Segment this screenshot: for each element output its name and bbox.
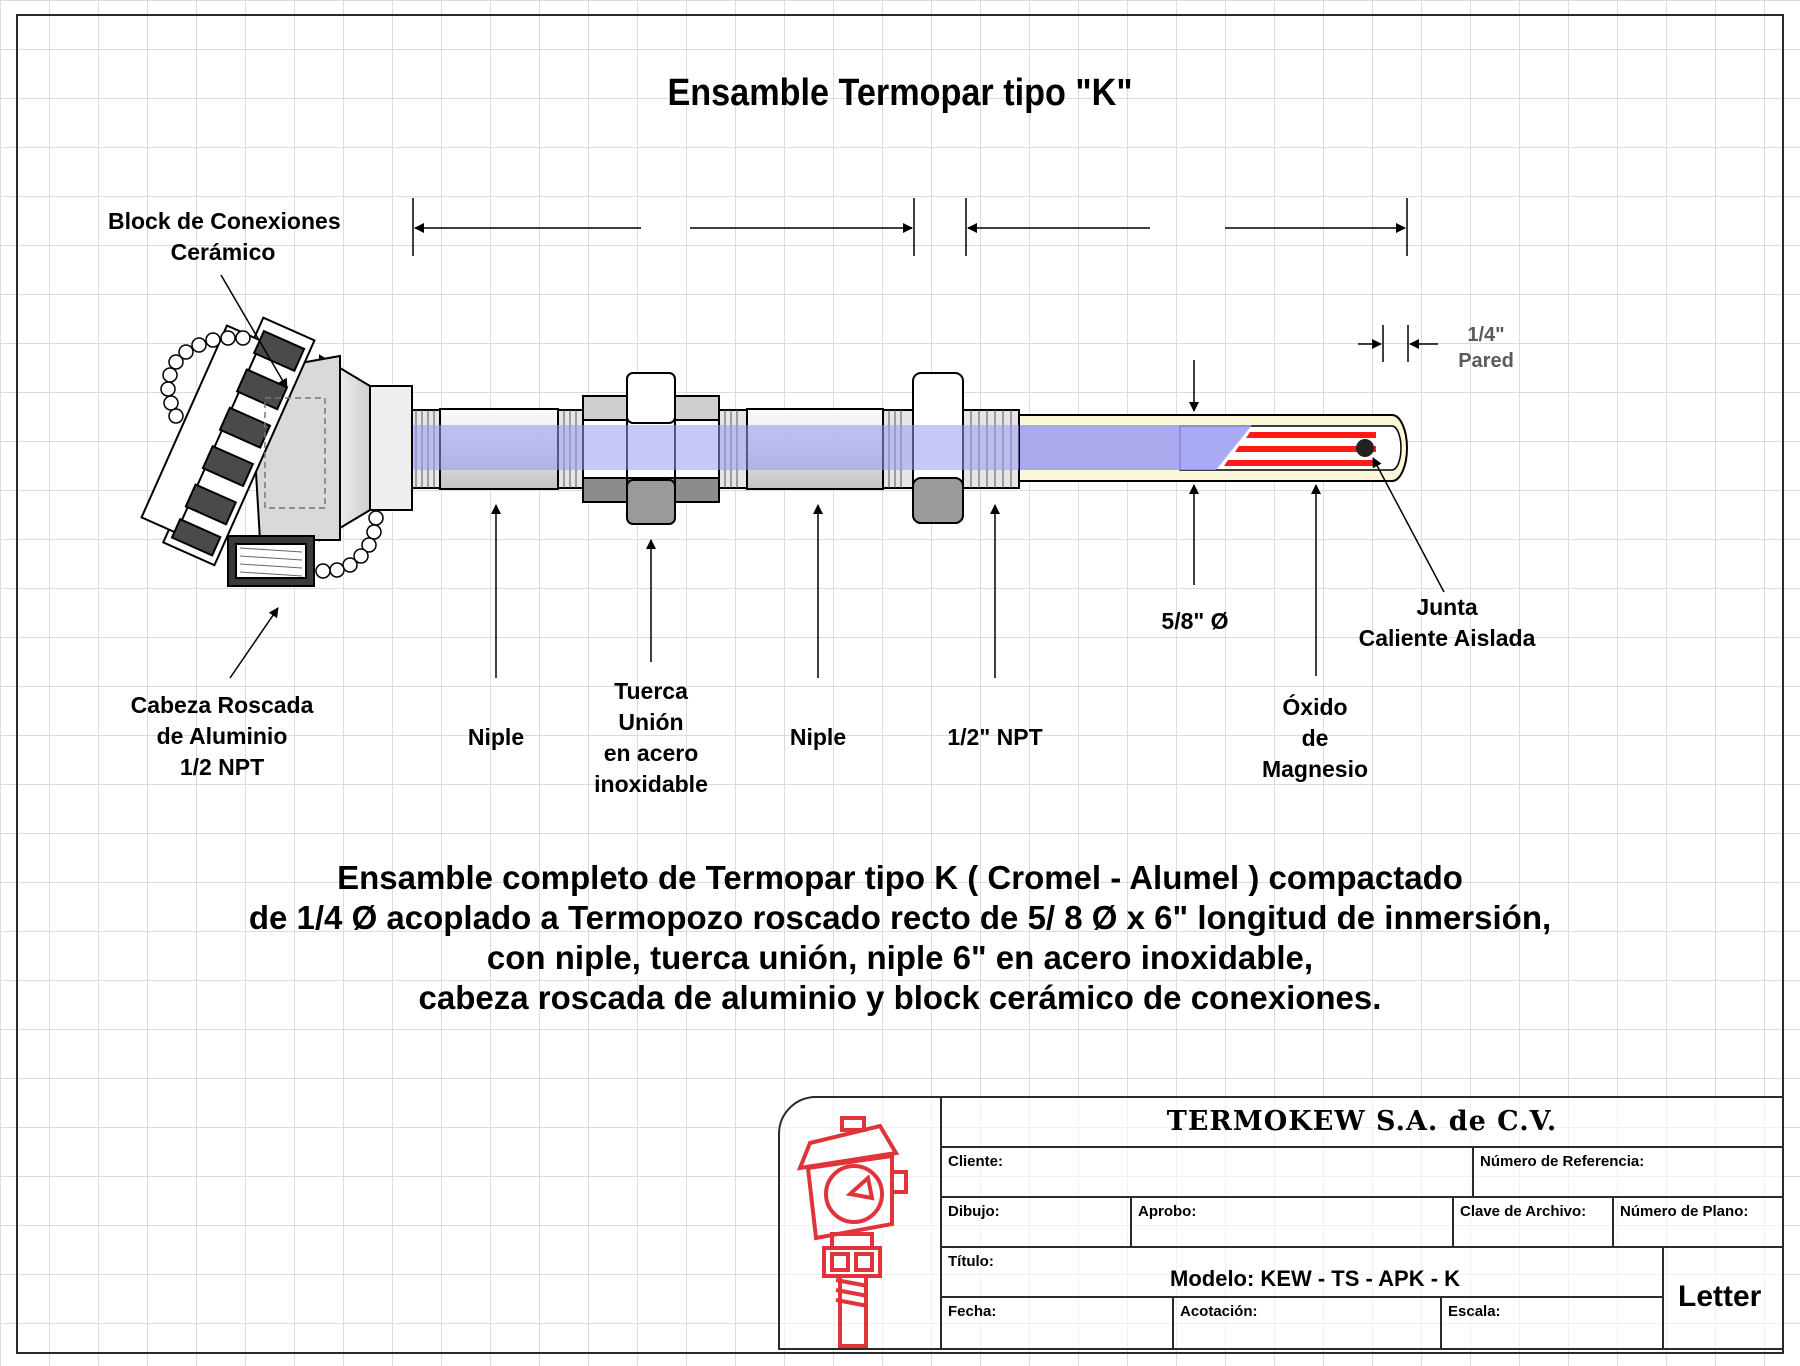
cliente-field: Cliente: bbox=[940, 1146, 1472, 1196]
company-name: TERMOKEW S.A. de C.V. bbox=[1166, 1106, 1558, 1137]
numero-referencia-field: Número de Referencia: bbox=[1472, 1146, 1784, 1196]
titulo-field: Título: bbox=[940, 1246, 1662, 1296]
label-niple-1: Niple bbox=[467, 724, 525, 750]
bead-chain bbox=[160, 330, 384, 579]
aprobo-field: Aprobo: bbox=[1130, 1196, 1452, 1246]
company-logo bbox=[780, 1098, 942, 1348]
acotacion-field: Acotación: bbox=[1172, 1296, 1440, 1350]
leader-arrows bbox=[220, 274, 1445, 679]
sheet-border bbox=[16, 14, 1784, 1354]
label-niple-2: Niple bbox=[789, 724, 847, 750]
model-number: Modelo: KEW - TS - APK - K bbox=[1170, 1266, 1461, 1291]
connection-head bbox=[140, 316, 413, 587]
assembly-description: Ensamble completo de Termopar tipo K ( C… bbox=[248, 859, 1552, 1016]
clave-archivo-field: Clave de Archivo: bbox=[1452, 1196, 1612, 1246]
drawing-title: Ensamble Termopar tipo "K" bbox=[667, 72, 1133, 114]
thermocouple-logo-icon bbox=[796, 1116, 908, 1348]
label-diametro: 5/8" Ø bbox=[1161, 608, 1229, 634]
paper-size: Letter bbox=[1678, 1280, 1762, 1313]
label-npt: 1/2" NPT bbox=[947, 724, 1043, 750]
numero-plano-field: Número de Plano: bbox=[1612, 1196, 1784, 1246]
dimension-lines bbox=[412, 198, 1438, 585]
escala-field: Escala: bbox=[1440, 1296, 1662, 1350]
size-cell bbox=[1662, 1246, 1784, 1350]
thermocouple-wires bbox=[1224, 432, 1376, 466]
dibujo-field: Dibujo: bbox=[940, 1196, 1130, 1246]
title-block: TERMOKEW S.A. de C.V. Cliente: Número de… bbox=[778, 1096, 1784, 1350]
fecha-field: Fecha: bbox=[940, 1296, 1172, 1350]
hot-junction bbox=[1356, 439, 1374, 457]
label-pared: 1/4"Pared bbox=[1458, 324, 1514, 372]
